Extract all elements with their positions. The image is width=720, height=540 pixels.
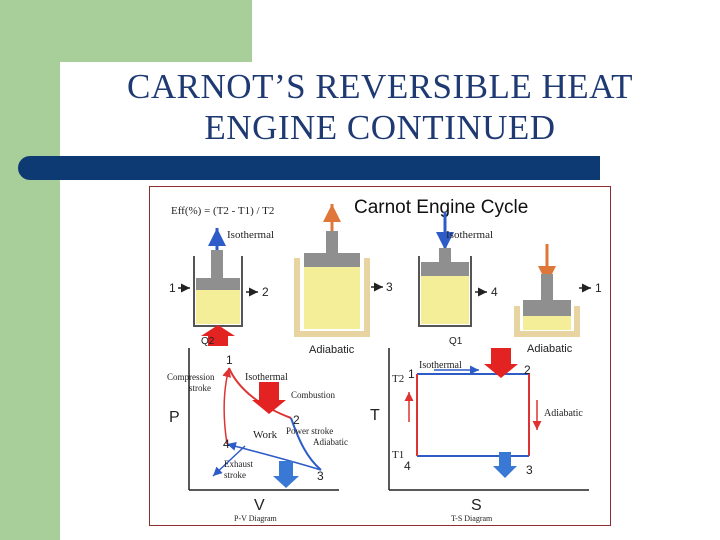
- compression-label-2: stroke: [189, 383, 211, 393]
- pv-adiabatic-label: Adiabatic: [313, 437, 348, 447]
- slide-title-line2: ENGINE CONTINUED: [204, 108, 556, 147]
- ts-isothermal-label: Isothermal: [419, 360, 462, 371]
- combustion-label: Combustion: [291, 390, 336, 400]
- pv-compression-curve: [222, 367, 232, 445]
- cylinder-2-to: 3: [386, 280, 393, 294]
- figure-title: Carnot Engine Cycle: [354, 197, 528, 218]
- pv-exhaust-curve: [226, 442, 322, 471]
- cylinder-2: Adiabatic 3: [294, 204, 393, 356]
- efficiency-formula: Eff(%) = (T2 - T1) / T2: [171, 205, 274, 217]
- carnot-cycle-figure: Eff(%) = (T2 - T1) / T2 Carnot Engine Cy…: [149, 186, 611, 526]
- pv-isothermal-label: Isothermal: [245, 372, 288, 383]
- cylinder-3-to: 4: [491, 285, 498, 299]
- pv-caption: P-V Diagram: [234, 514, 278, 523]
- top-accent-block: [60, 0, 252, 62]
- cylinder-1-label: Isothermal: [227, 229, 274, 241]
- slide-title-line1: CARNOT’S REVERSIBLE HEAT: [127, 67, 633, 106]
- ts-point-3: 3: [526, 463, 533, 477]
- cylinder-1-from: 1: [169, 281, 176, 295]
- ts-point-4: 4: [404, 459, 411, 473]
- cylinder-1-heat: Q2: [201, 336, 215, 347]
- ts-t2-label: T2: [392, 373, 404, 385]
- title-underline-bar: [18, 156, 600, 180]
- power-stroke-label: Power stroke: [286, 426, 333, 436]
- pv-point-3: 3: [317, 469, 324, 483]
- cylinder-2-label: Adiabatic: [309, 344, 355, 356]
- pv-point-4: 4: [223, 437, 230, 451]
- ts-point-1: 1: [408, 367, 415, 381]
- left-accent-stripe: [0, 0, 60, 540]
- exhaust-label-2: stroke: [224, 470, 246, 480]
- cylinder-3-heat: Q1: [449, 336, 463, 347]
- ts-x-axis-label: S: [471, 497, 482, 514]
- cylinder-4-label: Adiabatic: [527, 343, 573, 355]
- cylinder-1: Isothermal 1 2 Q2: [169, 228, 274, 347]
- ts-caption: T-S Diagram: [451, 514, 493, 523]
- heat-output-icon: [493, 452, 517, 478]
- cylinder-3-label: Isothermal: [446, 229, 493, 241]
- exhaust-label-1: Exhaust: [224, 459, 253, 469]
- ts-t1-label: T1: [392, 449, 404, 461]
- ts-diagram: T S T-S Diagram T2 T1 Isothermal Adiabat…: [370, 348, 589, 523]
- cylinder-4: Adiabatic 1: [514, 244, 602, 355]
- slide-title: CARNOT’S REVERSIBLE HEAT ENGINE CONTINUE…: [80, 66, 680, 148]
- cylinder-3: Isothermal 4 Q1: [418, 212, 498, 347]
- heat-input-icon: [201, 325, 235, 346]
- compression-label-1: Compression: [167, 372, 215, 382]
- pv-point-1: 1: [226, 353, 233, 367]
- pv-isotherm-curve: [228, 367, 292, 419]
- ts-point-2: 2: [524, 363, 531, 377]
- combustion-heat-icon: [252, 382, 286, 414]
- ts-adiabatic-label: Adiabatic: [544, 408, 583, 419]
- cylinder-4-to: 1: [595, 281, 602, 295]
- pv-y-axis-label: P: [169, 409, 180, 426]
- exhaust-arrow-icon: [273, 461, 299, 488]
- work-label: Work: [253, 429, 278, 441]
- pv-point-2: 2: [293, 413, 300, 427]
- pv-x-axis-label: V: [254, 497, 265, 514]
- pv-adiabat-curve: [290, 417, 322, 471]
- ts-y-axis-label: T: [370, 407, 380, 424]
- pv-diagram: P V P-V Diagram 1 2 3 4 Compression stro…: [167, 348, 348, 523]
- heat-input-icon: [484, 348, 518, 378]
- figure-frame: [149, 186, 611, 526]
- cylinder-1-to: 2: [262, 285, 269, 299]
- arrow-down-left-icon: [212, 445, 246, 477]
